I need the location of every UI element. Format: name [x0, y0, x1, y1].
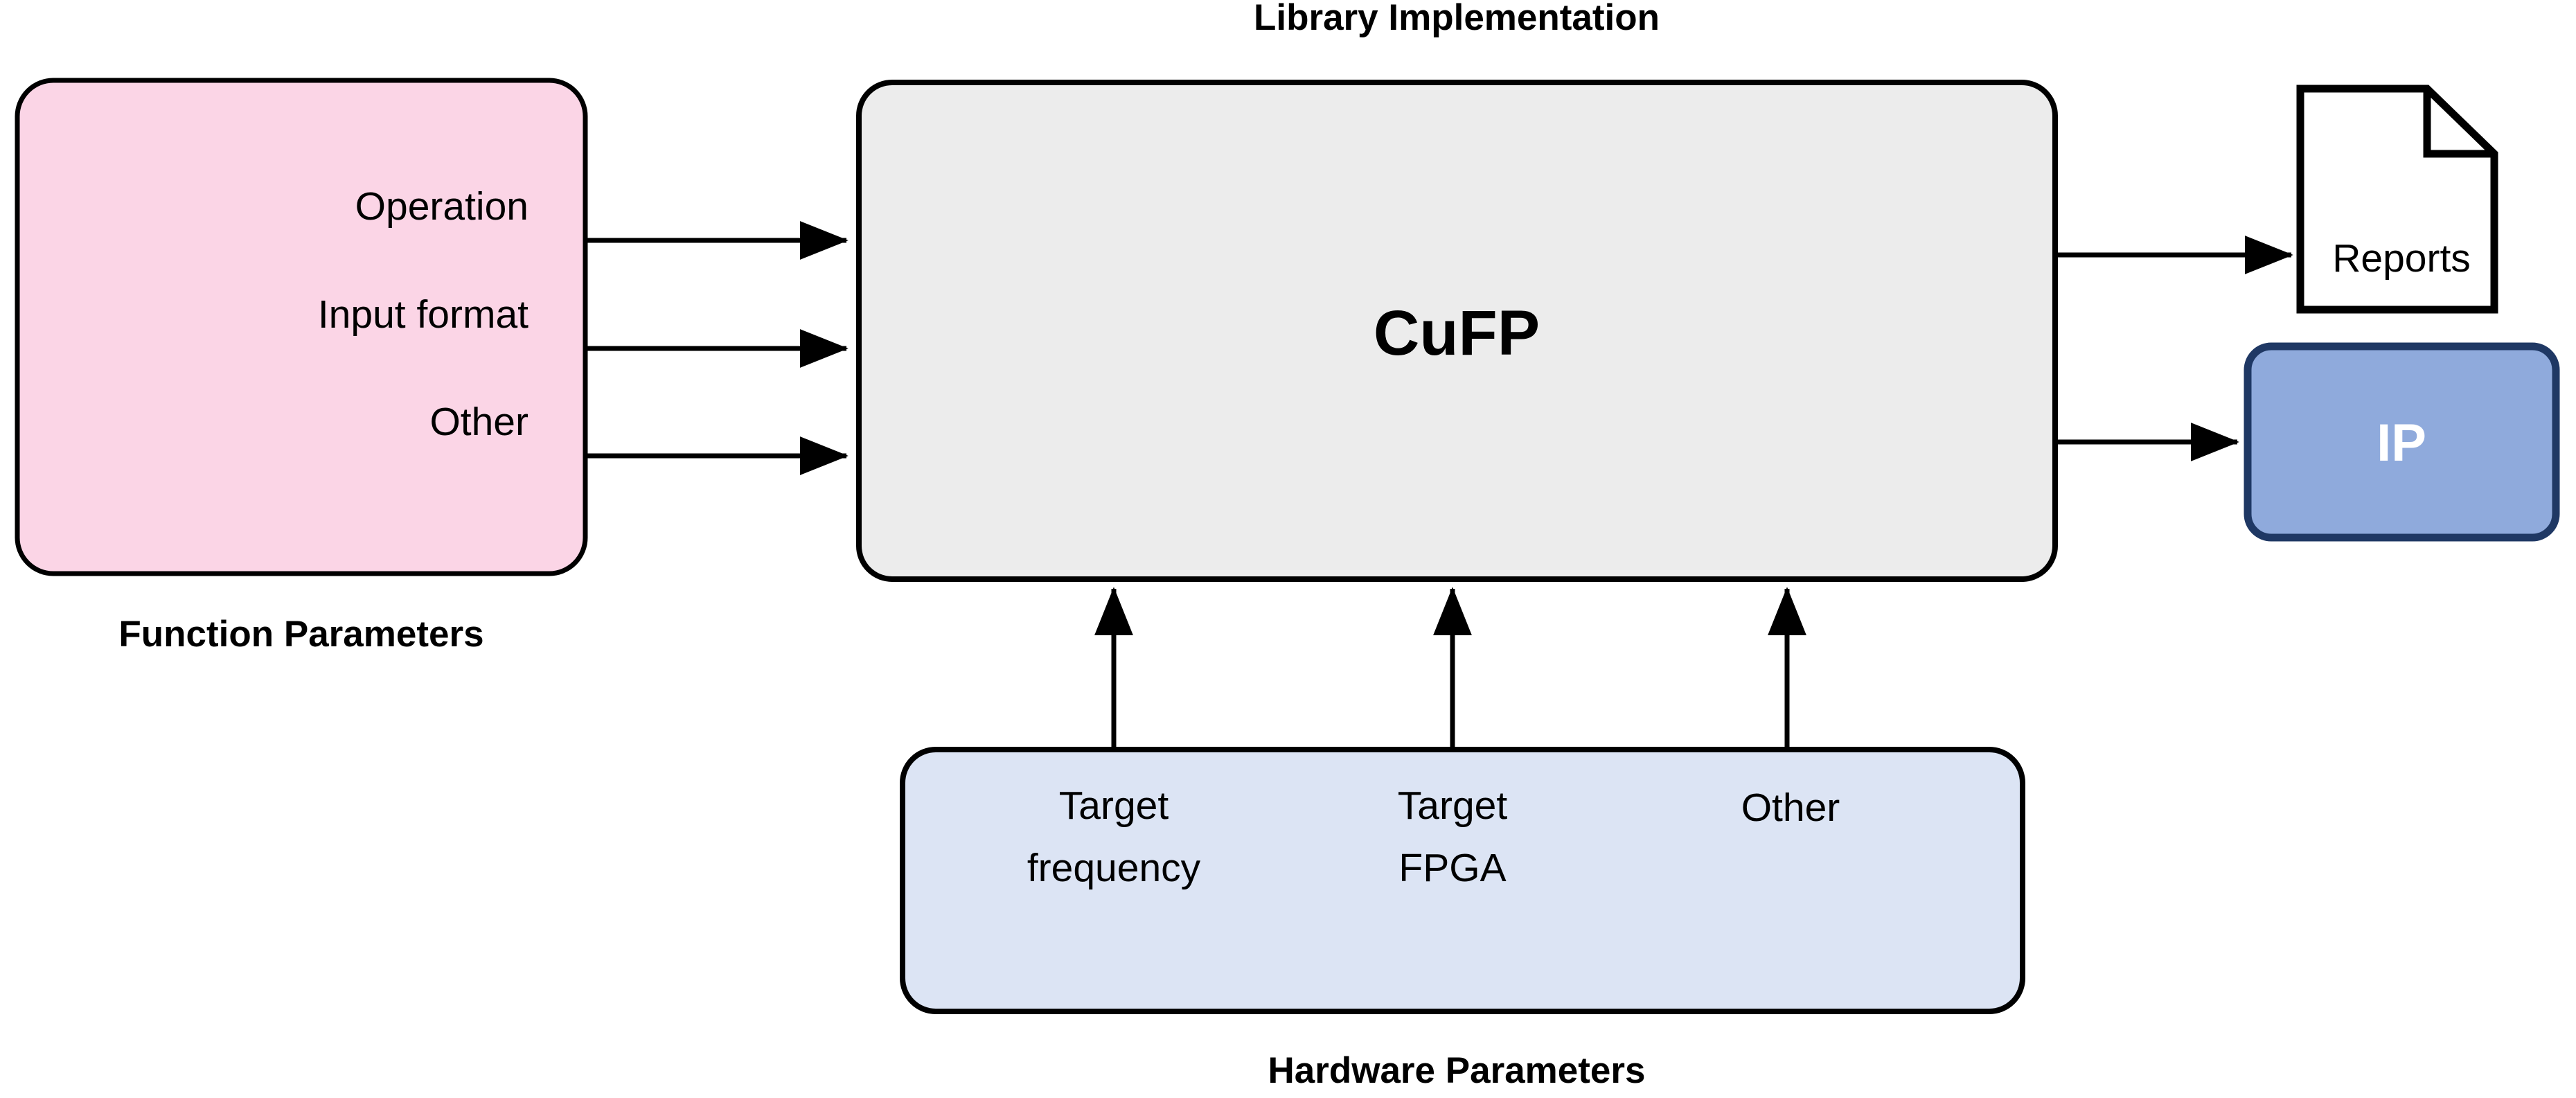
hardware-param-target-fpga-line1: Target [1398, 783, 1508, 828]
reports-label: Reports [2332, 236, 2471, 281]
hardware-param-target-frequency-line2: frequency [1027, 846, 1201, 890]
cufp-box[interactable] [856, 80, 2058, 582]
hardware-parameters-box[interactable] [900, 747, 2025, 1014]
reports-document-icon[interactable] [2296, 85, 2498, 314]
function-parameters-group[interactable]: Operation Input format Other [15, 78, 588, 576]
function-param-operation: Operation [355, 184, 528, 229]
function-parameter-arrows [587, 221, 849, 475]
function-param-other: Other [429, 400, 528, 444]
function-param-input-format: Input format [318, 292, 528, 337]
function-parameters-box[interactable] [15, 78, 588, 576]
reports-document-fold-icon [2423, 89, 2494, 158]
hardware-param-other-line1: Other [1741, 786, 1840, 830]
hardware-parameter-arrows [1094, 587, 1806, 747]
output-arrows [2056, 236, 2293, 461]
hardware-parameters-caption: Hardware Parameters [1268, 1050, 1645, 1091]
cufp-label: CuFP [1374, 298, 1540, 369]
ip-output-group[interactable]: IP [2244, 342, 2560, 542]
hardware-param-target-frequency-line1: Target [1059, 783, 1169, 828]
ip-box[interactable] [2244, 342, 2560, 542]
diagram-title: Library Implementation [1254, 0, 1660, 38]
ip-label: IP [2377, 414, 2426, 472]
reports-output-group[interactable]: Reports [2296, 85, 2498, 314]
hardware-param-target-fpga-line2: FPGA [1398, 846, 1506, 890]
cufp-core-group[interactable]: CuFP [856, 80, 2058, 582]
hardware-parameters-group[interactable]: Target frequency Target FPGA Other [900, 747, 2025, 1014]
function-parameters-caption: Function Parameters [118, 614, 483, 655]
